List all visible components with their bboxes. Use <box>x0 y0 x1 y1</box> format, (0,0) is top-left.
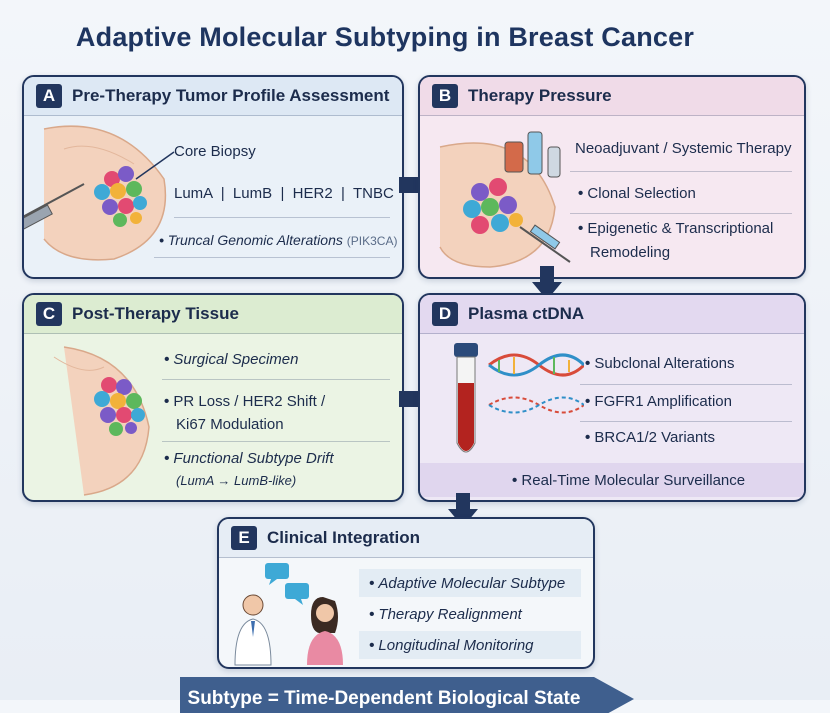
arrow-b-to-d <box>532 266 562 300</box>
clinical-illustration <box>234 563 343 666</box>
therapy-realignment: Therapy Realignment <box>369 606 521 623</box>
dna-helix-icon <box>488 353 584 414</box>
panel-d-badge: D <box>432 302 458 326</box>
subtype-drift-line2: (LumA → LumB-like) <box>176 473 297 488</box>
doctor-icon <box>234 594 272 666</box>
blood-tube-icon <box>454 343 478 453</box>
tumor-cluster-icon <box>463 178 523 234</box>
panel-c: C Post-Therapy Tissue Surgical Specimen … <box>22 293 404 502</box>
truncal-gene: (PIK3CA) <box>346 234 398 248</box>
subclonal-alterations: Subclonal Alterations <box>585 355 734 372</box>
drug-vial-icon <box>504 131 561 178</box>
subtypes-row: LumA | LumB | HER2 | TNBC <box>174 185 394 202</box>
panel-e-row-1: Adaptive Molecular Subtype <box>359 569 581 597</box>
tumor-cluster-icon <box>94 377 145 436</box>
panel-a-header: A Pre-Therapy Tumor Profile Assessment <box>24 77 402 116</box>
panel-c-title: Post-Therapy Tissue <box>72 304 239 323</box>
panel-a-title: Pre-Therapy Tumor Profile Assessment <box>72 86 390 105</box>
panel-c-badge: C <box>36 302 62 326</box>
panel-e-row-2: Therapy Realignment <box>359 600 581 628</box>
footer-banner-text: Subtype = Time-Dependent Biological Stat… <box>188 688 581 709</box>
syringe-icon <box>24 183 85 233</box>
panel-a-badge: A <box>36 84 62 108</box>
panel-b-header: B Therapy Pressure <box>420 77 804 116</box>
adaptive-subtype: Adaptive Molecular Subtype <box>369 575 565 592</box>
panel-c-header: C Post-Therapy Tissue <box>24 295 402 334</box>
panel-e-row-3: Longitudinal Monitoring <box>359 631 581 659</box>
footer-banner: Subtype = Time-Dependent Biological Stat… <box>180 677 634 713</box>
panel-b: B Therapy Pressure Neoadjuvant / Systemi… <box>418 75 806 279</box>
subtype-drift-line1: Functional Subtype Drift <box>164 450 333 467</box>
panel-a: A Pre-Therapy Tumor Profile Assessment C… <box>22 75 404 279</box>
therapy-label: Neoadjuvant / Systemic Therapy <box>575 140 792 157</box>
brca-variants: BRCA1/2 Variants <box>585 429 715 446</box>
panel-e: E Clinical Integration Adaptive Molecula… <box>217 517 595 669</box>
page-title: Adaptive Molecular Subtyping in Breast C… <box>75 22 695 52</box>
therapy-illustration <box>439 131 571 268</box>
surveillance-label: Real-Time Molecular Surveillance <box>512 472 745 489</box>
panel-d: D Plasma ctDNA Subclonal Alterations FGF… <box>418 293 806 502</box>
truncal-text: Truncal Genomic Alterations <box>159 232 343 248</box>
speech-bubble-icon <box>265 563 309 605</box>
clonal-selection: Clonal Selection <box>578 185 695 202</box>
panel-d-footer: Real-Time Molecular Surveillance <box>420 463 804 497</box>
fgfr1-amplification: FGFR1 Amplification <box>585 393 732 410</box>
post-therapy-illustration <box>53 346 150 496</box>
biopsy-label: Core Biopsy <box>174 143 256 160</box>
epigenetic-remodeling-line1: Epigenetic & Transcriptional <box>578 220 773 237</box>
breast-biopsy-illustration <box>24 125 175 261</box>
panel-d-header: D Plasma ctDNA <box>420 295 804 334</box>
truncal-alterations: Truncal Genomic Alterations (PIK3CA) <box>159 232 397 248</box>
panel-e-header: E Clinical Integration <box>219 519 593 558</box>
panel-b-title: Therapy Pressure <box>468 86 612 105</box>
syringe-icon <box>519 224 571 263</box>
tumor-cluster-icon <box>94 166 147 227</box>
panel-e-badge: E <box>231 526 257 550</box>
marker-shift-line2: Ki67 Modulation <box>176 416 284 433</box>
epigenetic-remodeling-line2: Remodeling <box>590 244 671 261</box>
longitudinal-monitoring: Longitudinal Monitoring <box>369 637 533 654</box>
marker-shift-line1: PR Loss / HER2 Shift / <box>164 393 325 410</box>
patient-icon <box>307 597 343 665</box>
panel-d-title: Plasma ctDNA <box>468 304 585 323</box>
panel-e-title: Clinical Integration <box>267 528 421 547</box>
panel-b-badge: B <box>432 84 458 108</box>
surgical-specimen: Surgical Specimen <box>164 351 298 368</box>
